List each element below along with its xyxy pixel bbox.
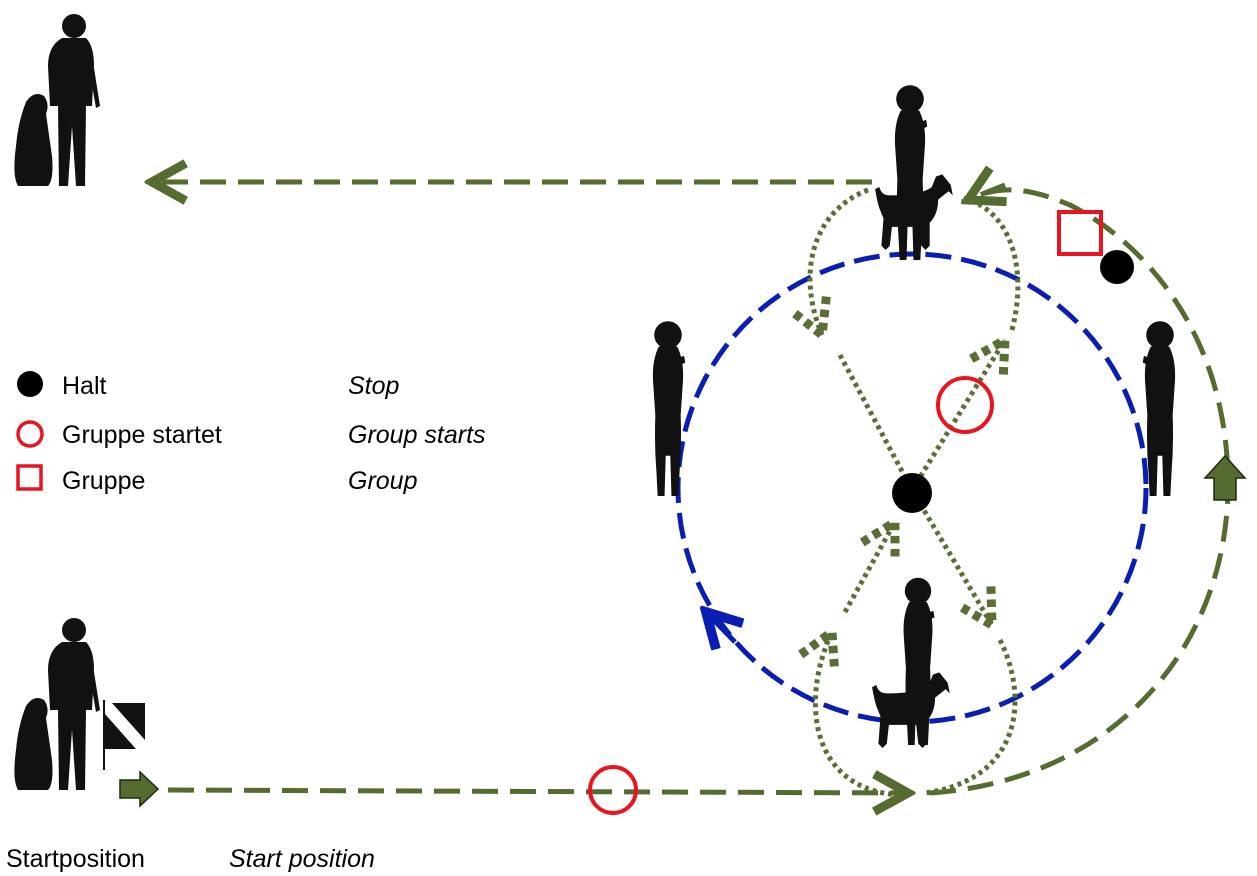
- handler-with-dog-icon-bottom: [14, 618, 100, 790]
- checkered-flag-icon: [103, 700, 145, 770]
- group-starts-marker-center: [936, 376, 994, 434]
- dotted-up-to-center: [842, 522, 895, 614]
- legend-group-starts-en: Group starts: [348, 421, 486, 449]
- group-marker: [1057, 210, 1103, 256]
- legend-halt-en: Stop: [348, 372, 400, 400]
- group-symbol: [16, 464, 43, 491]
- right-arc-path: [929, 190, 1231, 796]
- start-path-bottom: [167, 790, 908, 793]
- green-dashed-paths: [152, 182, 1231, 796]
- dotted-top-right-loop: [959, 195, 1021, 331]
- up-block-arrow-icon: [1203, 454, 1247, 501]
- halt-marker-center: [892, 473, 932, 513]
- group-starts-symbol: [16, 420, 44, 448]
- dotted-down-to-center: [837, 353, 915, 492]
- legend-group-starts-de: Gruppe startet: [62, 421, 222, 449]
- start-block-arrow-icon: [119, 770, 160, 808]
- handler-with-dog-icon-top: [14, 14, 100, 186]
- halt-symbol: [17, 371, 43, 397]
- dotted-top-left-loop: [810, 187, 869, 335]
- group-starts-marker-bottom: [588, 765, 638, 815]
- dotted-center-to-upper-right: [909, 340, 1005, 492]
- legend-halt-de: Halt: [62, 372, 107, 400]
- legend-group-de: Gruppe: [62, 467, 145, 495]
- blue-circle-arrow: [706, 612, 735, 642]
- start-position-label-en: Start position: [229, 845, 375, 873]
- right-arc-secondary: [961, 182, 1006, 205]
- standing-person-icon-left: [652, 321, 686, 496]
- dotted-figure-eight: [810, 187, 1021, 798]
- halt-marker-top-right: [1100, 250, 1134, 284]
- start-position-label-de: Startposition: [6, 845, 145, 873]
- dotted-bottom-right-loop: [924, 638, 1018, 796]
- legend-group-en: Group: [348, 467, 418, 495]
- dotted-bottom-left-loop: [815, 632, 901, 798]
- legend: Halt Stop Gruppe startet Group starts Gr…: [16, 371, 486, 495]
